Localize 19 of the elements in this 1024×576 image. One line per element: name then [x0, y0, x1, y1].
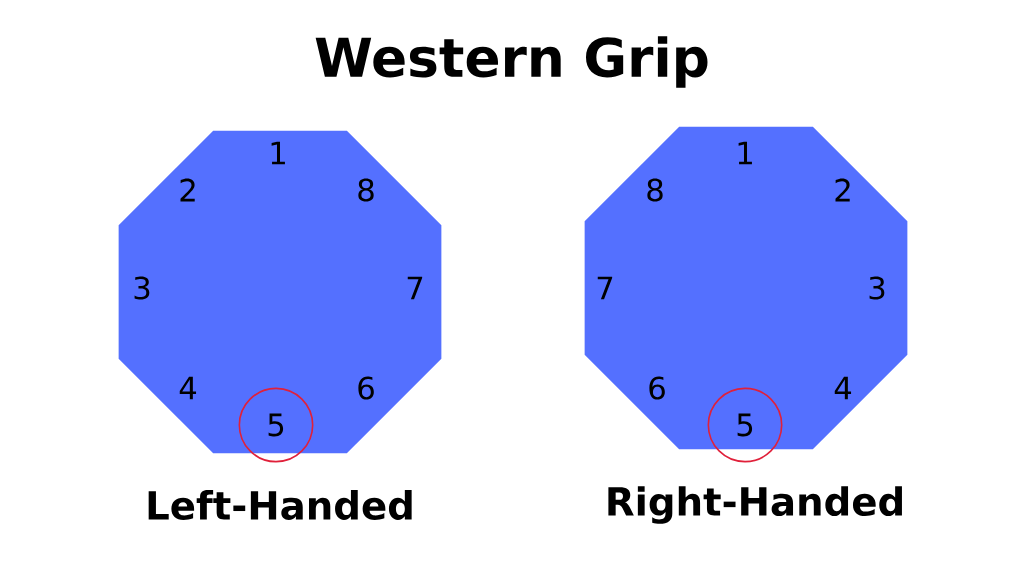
- title: Western Grip: [315, 36, 708, 88]
- number-label: 7: [407, 276, 423, 300]
- number-label: 7: [597, 276, 613, 300]
- number-label: 6: [358, 376, 374, 400]
- node-label: Right-Handed: [608, 486, 902, 524]
- number-label: 8: [647, 178, 663, 202]
- number-label: 1: [271, 141, 285, 165]
- number-label: 6: [649, 376, 665, 400]
- circled-number: 5: [238, 387, 314, 463]
- number-label: 3: [869, 276, 885, 300]
- number-label: 3: [134, 276, 150, 300]
- number-label: 4: [834, 376, 852, 400]
- node-label: Left-Handed: [148, 490, 412, 520]
- circled-number: 5: [707, 387, 783, 463]
- number-label: 8: [358, 178, 374, 202]
- number-label: 4: [179, 376, 197, 400]
- number-label: 1: [738, 141, 752, 165]
- number-label: 2: [835, 178, 850, 202]
- number-label: 2: [180, 178, 195, 202]
